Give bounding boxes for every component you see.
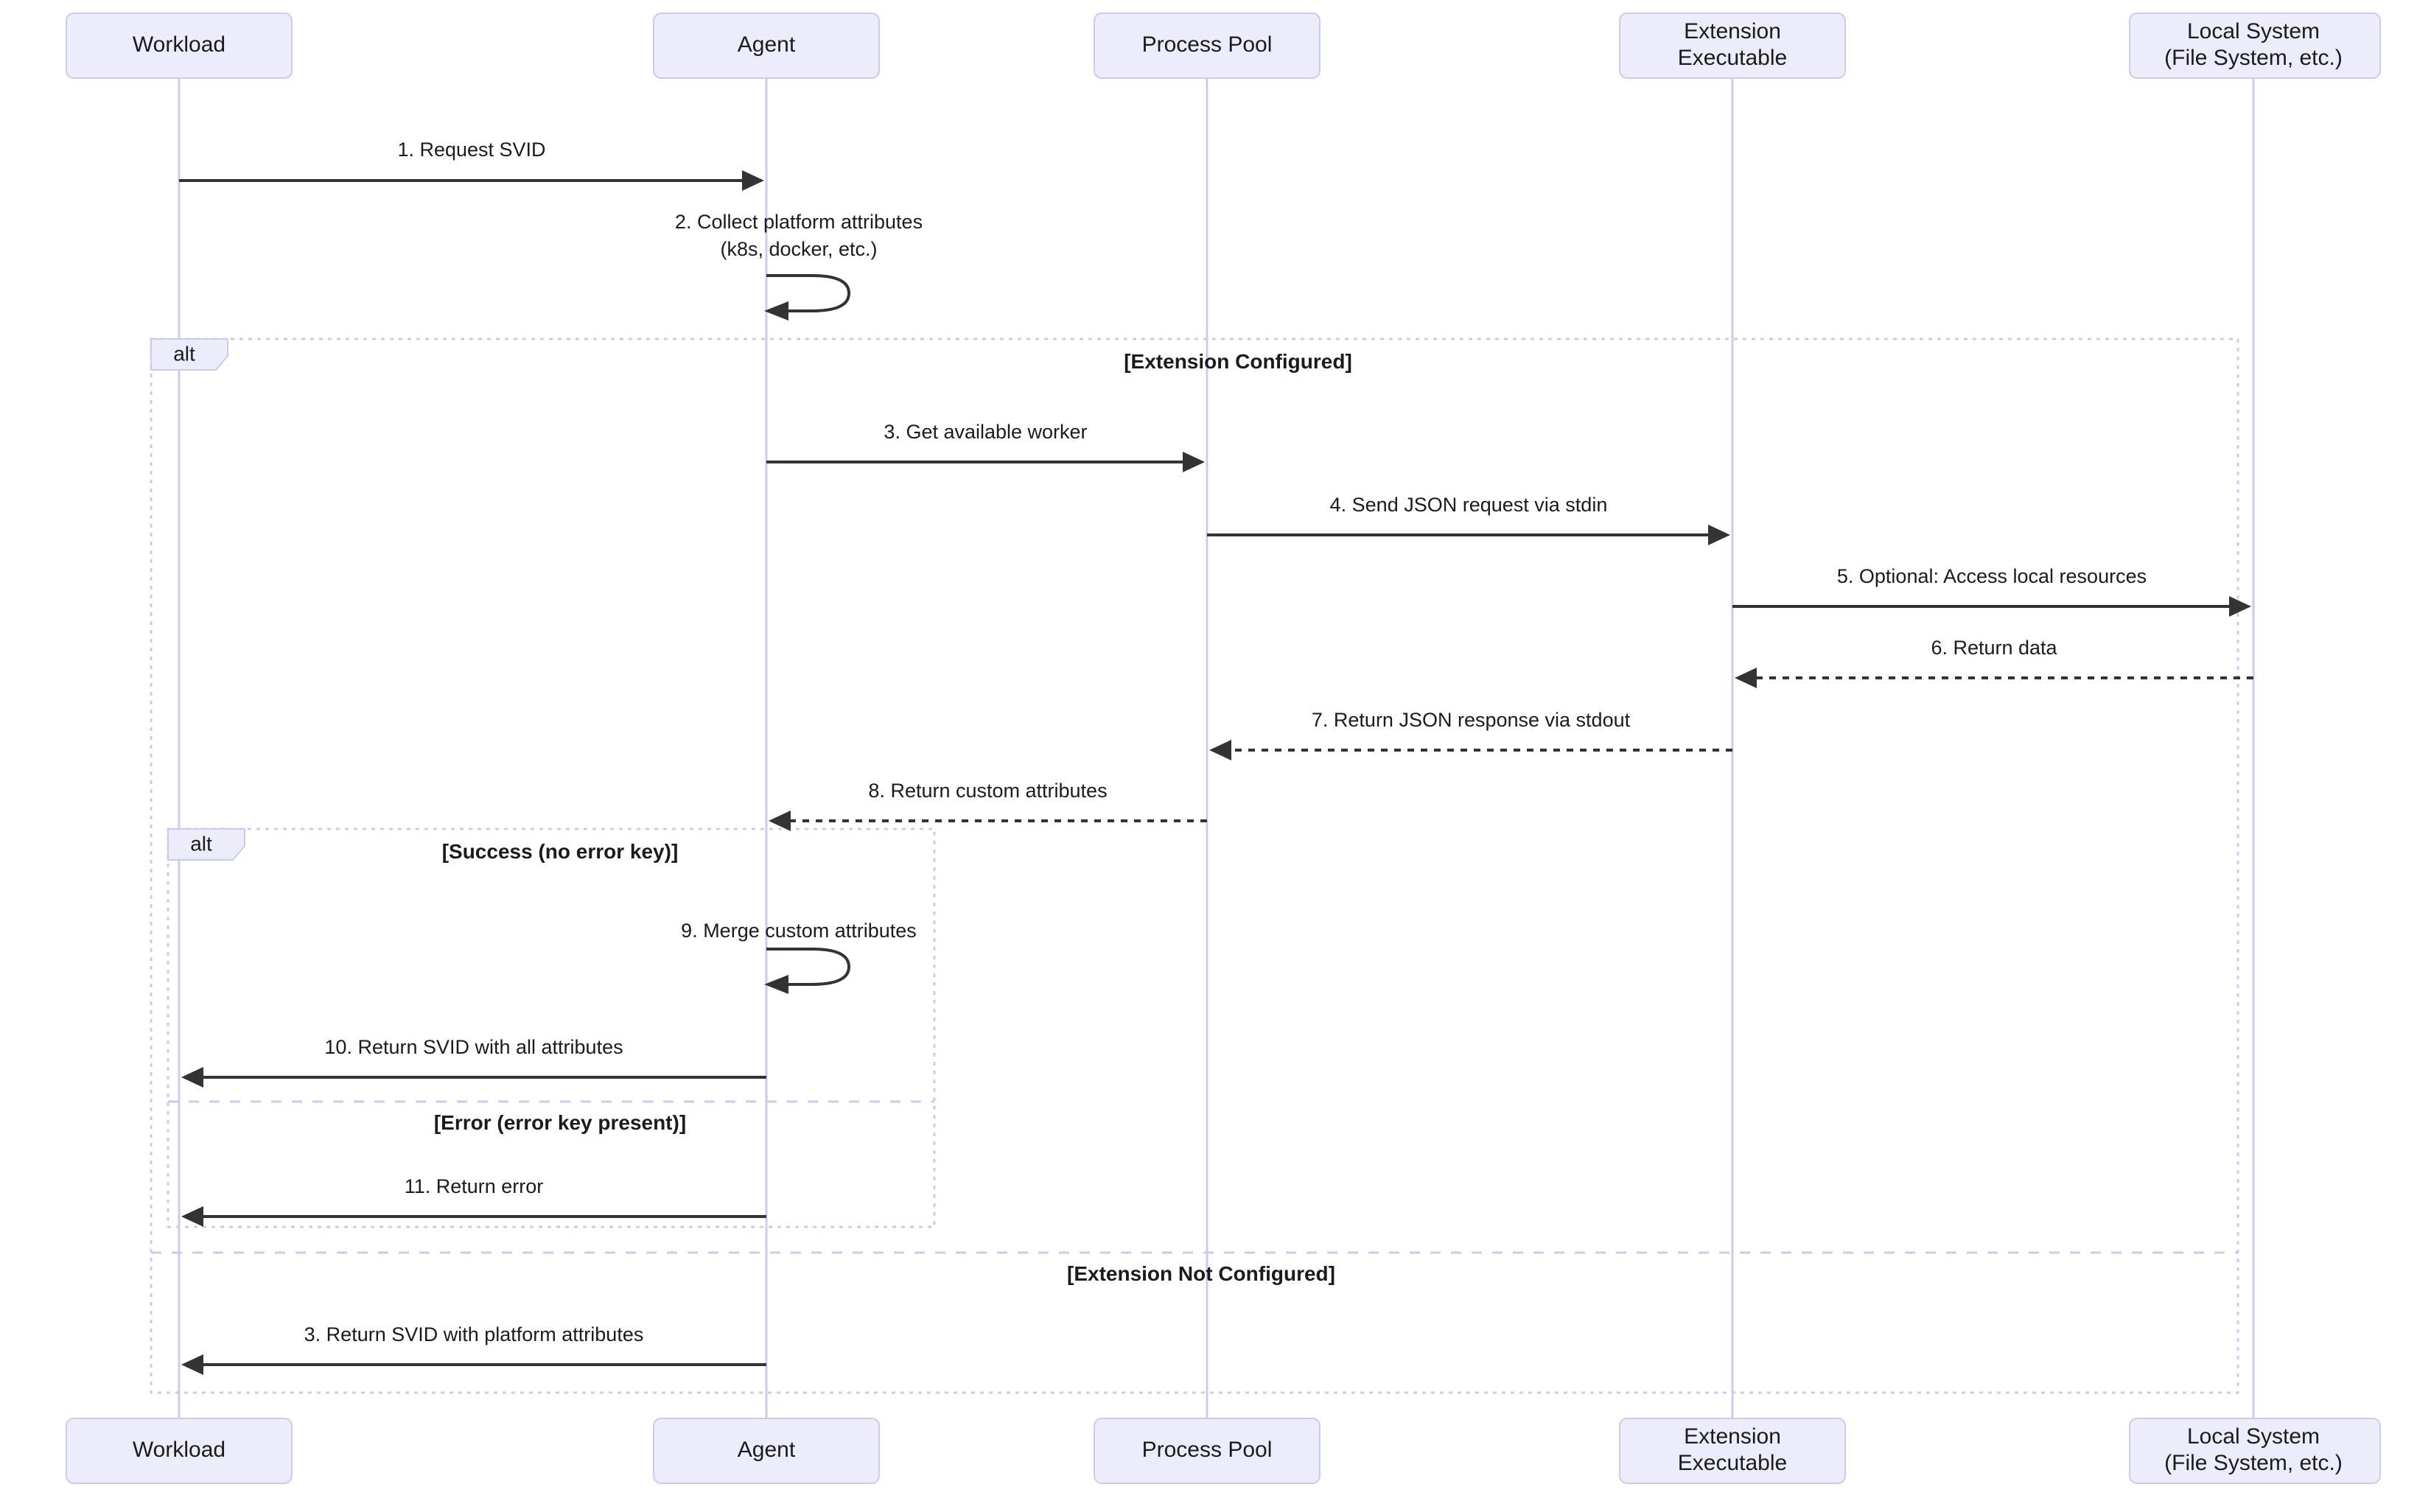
frame-tag-shape bbox=[167, 828, 245, 861]
participant-label: Workload bbox=[133, 32, 225, 57]
participant-box[interactable] bbox=[653, 1418, 880, 1484]
frame-tag-label: alt bbox=[190, 832, 212, 855]
arrow-head bbox=[764, 975, 788, 994]
message-3b[interactable]: 3. Return SVID with platform attributes bbox=[181, 1323, 766, 1375]
participant-agent-top[interactable]: Agent bbox=[653, 13, 880, 79]
participant-label: Process Pool bbox=[1142, 1438, 1273, 1462]
message-label: 7. Return JSON response via stdout bbox=[1312, 709, 1631, 731]
message-label: 8. Return custom attributes bbox=[868, 780, 1107, 802]
arrow-head bbox=[764, 301, 788, 321]
participant-box[interactable] bbox=[1094, 13, 1321, 79]
message-label: 6. Return data bbox=[1931, 637, 2057, 659]
arrow-head bbox=[742, 170, 764, 191]
frame-condition-label: [Success (no error key)] bbox=[442, 840, 679, 863]
participant-label: (File System, etc.) bbox=[2164, 1451, 2343, 1475]
message-6[interactable]: 6. Return data bbox=[1735, 637, 2253, 688]
arrow-head bbox=[1735, 668, 1757, 688]
frames-layer: alt [Extension Configured] [Extension Not … bbox=[150, 337, 2239, 1394]
message-label: 11. Return error bbox=[405, 1175, 544, 1197]
message-5[interactable]: 5. Optional: Access local resources bbox=[1732, 565, 2251, 617]
message-4[interactable]: 4. Send JSON request via stdin bbox=[1207, 494, 1730, 545]
arrow-head bbox=[2229, 596, 2251, 617]
participant-label: Agent bbox=[738, 32, 796, 57]
participant-workload-bottom[interactable]: Workload bbox=[66, 1418, 293, 1484]
message-label: 2. Collect platform attributes bbox=[675, 211, 923, 233]
participant-local-top[interactable]: Local System (File System, etc.) bbox=[2129, 13, 2381, 79]
participant-label: (File System, etc.) bbox=[2164, 46, 2343, 70]
frame-border bbox=[150, 337, 2239, 1394]
message-9[interactable]: 9. Merge custom attributes bbox=[681, 920, 917, 994]
frame-border bbox=[167, 827, 936, 1228]
frame-condition-label: [Extension Configured] bbox=[1124, 350, 1352, 373]
participant-label: Workload bbox=[133, 1438, 225, 1462]
frame-inner-alt: alt [Success (no error key)] [Error (error… bbox=[167, 827, 936, 1228]
message-3[interactable]: 3. Get available worker bbox=[766, 421, 1205, 472]
participant-label: Local System bbox=[2187, 1424, 2320, 1449]
message-label: 10. Return SVID with all attributes bbox=[324, 1036, 623, 1058]
participant-box[interactable] bbox=[66, 13, 293, 79]
arrow-head bbox=[181, 1354, 203, 1375]
participant-label: Executable bbox=[1678, 46, 1787, 70]
self-message-line bbox=[766, 948, 851, 986]
participant-label: Local System bbox=[2187, 19, 2320, 43]
message-label: 3. Return SVID with platform attributes bbox=[304, 1323, 644, 1345]
participant-agent-bottom[interactable]: Agent bbox=[653, 1418, 880, 1484]
participant-box[interactable] bbox=[1619, 1418, 1846, 1484]
participant-box[interactable] bbox=[1094, 1418, 1321, 1484]
arrow-head bbox=[181, 1067, 203, 1088]
participant-box[interactable] bbox=[2129, 1418, 2381, 1484]
arrow-head bbox=[1708, 525, 1730, 545]
participant-workload-top[interactable]: Workload bbox=[66, 13, 293, 79]
participant-pool-bottom[interactable]: Process Pool bbox=[1094, 1418, 1321, 1484]
participant-box[interactable] bbox=[653, 13, 880, 79]
arrow-head bbox=[1183, 452, 1205, 472]
message-label: (k8s, docker, etc.) bbox=[720, 238, 877, 260]
message-label: 3. Get available worker bbox=[884, 421, 1087, 443]
lifelines-layer bbox=[178, 78, 2255, 1418]
self-message-line bbox=[766, 274, 851, 312]
arrow-head bbox=[1209, 740, 1231, 760]
message-label: 9. Merge custom attributes bbox=[681, 920, 917, 942]
frame-condition-label: [Error (error key present)] bbox=[434, 1111, 686, 1134]
messages-layer: 1. Request SVID 2. Collect platform attri… bbox=[179, 139, 2253, 1375]
participant-pool-top[interactable]: Process Pool bbox=[1094, 13, 1321, 79]
frame-outer-alt: alt [Extension Configured] [Extension Not … bbox=[150, 337, 2239, 1394]
message-8[interactable]: 8. Return custom attributes bbox=[769, 780, 1207, 831]
message-label: 5. Optional: Access local resources bbox=[1837, 565, 2147, 587]
message-10[interactable]: 10. Return SVID with all attributes bbox=[181, 1036, 766, 1088]
arrow-head bbox=[181, 1206, 203, 1227]
participant-label: Executable bbox=[1678, 1451, 1787, 1475]
participant-label: Process Pool bbox=[1142, 32, 1273, 57]
message-2[interactable]: 2. Collect platform attributes (k8s, dock… bbox=[675, 211, 923, 321]
message-label: 1. Request SVID bbox=[397, 139, 545, 161]
message-1[interactable]: 1. Request SVID bbox=[179, 139, 764, 191]
participant-label: Extension bbox=[1684, 1424, 1781, 1449]
frame-condition-label: [Extension Not Configured] bbox=[1067, 1262, 1335, 1285]
frame-tag-label: alt bbox=[173, 342, 195, 365]
message-7[interactable]: 7. Return JSON response via stdout bbox=[1209, 709, 1732, 760]
message-11[interactable]: 11. Return error bbox=[181, 1175, 766, 1227]
participant-label: Extension bbox=[1684, 19, 1781, 43]
participant-label: Agent bbox=[738, 1438, 796, 1462]
message-label: 4. Send JSON request via stdin bbox=[1330, 494, 1608, 516]
participant-box[interactable] bbox=[1619, 13, 1846, 79]
frame-tag-shape bbox=[150, 338, 228, 371]
arrow-head bbox=[769, 811, 791, 831]
participant-local-bottom[interactable]: Local System(File System, etc.) bbox=[2129, 1418, 2381, 1484]
participant-box[interactable] bbox=[2129, 13, 2381, 79]
participant-box[interactable] bbox=[66, 1418, 293, 1484]
